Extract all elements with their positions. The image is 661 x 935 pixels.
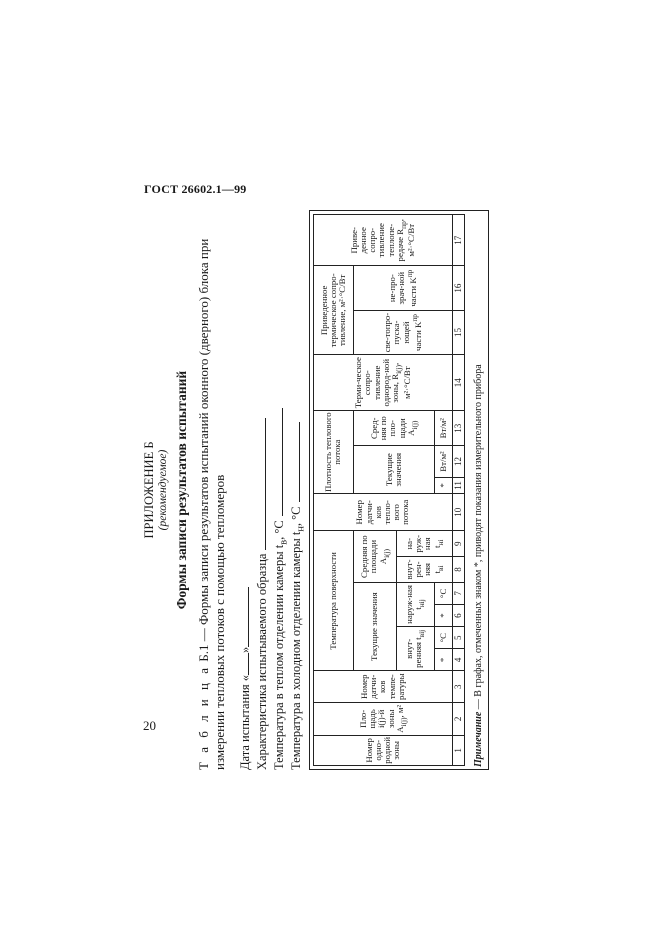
standard-header: ГОСТ 26602.1—99 [144,182,247,196]
test-date-blank-month [237,586,249,647]
col-number: 12 [452,445,465,478]
cold-chamber-field: Температура в холодном отделении камеры … [288,422,307,770]
header-opaque-part: не-про-зрач-ной части Kпр [353,265,453,311]
header-flux-density: Плотность теплового потока [313,410,354,494]
header-zone-number: Номер одно-родной зоны [313,735,453,766]
deg-cell: °С [434,626,453,649]
cold-unit: , °С [289,506,303,527]
col-number: 5 [452,626,465,649]
star-cell: * [434,604,453,627]
col-number: 3 [452,670,465,703]
specimen-field: Характеристика испытываемого образца [254,417,270,770]
header-reduced-parts: Приведенное термическое сопро-тивление, … [313,265,354,355]
cold-label: Температура в холодном отделении камеры … [289,531,303,770]
col-number: 8 [452,556,465,583]
col-number: 1 [452,735,465,766]
column-number-row: 1 2 3 4 5 6 7 8 9 10 11 12 13 14 15 16 1 [452,214,465,766]
test-date-label: Дата испытания « [238,674,252,770]
header-flux-average: Сред-няя по пло-щади Ai(j) [353,410,435,446]
test-date-field: Дата испытания « » [237,586,253,770]
appendix-title: ПРИЛОЖЕНИЕ Б [142,441,156,539]
page-number: 20 [143,718,156,733]
warm-blank [271,408,283,517]
header-avg-inner-temp: внут-рен-няя tвi [396,556,453,583]
deg-cell: °С [434,582,453,605]
results-table: Номер одно-родной зоны Пло-щадь i(j)-й з… [313,214,465,766]
note-label: Примечание [473,711,484,767]
test-date-quote: » [238,646,252,653]
col-number: 17 [452,214,465,266]
table-caption: Т а б л и ц а Б.1 — Формы записи результ… [196,239,212,770]
header-inner-temp: внут-ренняя tвij [396,626,435,671]
col-number: 2 [452,702,465,736]
header-current-values: Текущие значения [353,582,397,671]
header-avg-outer-temp: на-руж-ная tнi [396,530,453,557]
col-number: 10 [452,493,465,531]
warm-label: Температура в теплом отделении камеры t [272,544,286,770]
cold-sub: н [295,526,307,532]
col-number: 15 [452,310,465,355]
warm-chamber-field: Температура в теплом отделении камеры tв… [271,408,290,770]
star-cell: * [434,648,453,671]
rotated-content: ПРИЛОЖЕНИЕ Б (рекомендуемое) Формы запис… [140,210,516,770]
col-number: 6 [452,604,465,627]
col-number: 11 [452,477,465,494]
test-date-blank [237,652,249,675]
col-number: 9 [452,530,465,557]
header-reduced-total: Приве-денное сопро-тивление теплопе-реда… [313,214,453,266]
col-number: 13 [452,410,465,446]
header-thermal-resistance: Терми-ческое сопро-тивление однород-ной … [313,354,453,411]
header-row-1: Номер одно-родной зоны Пло-щадь i(j)-й з… [313,214,453,766]
note-text: — В графах, отмеченных знаком *, приводя… [473,364,484,712]
warm-unit: , °С [272,520,286,540]
header-flux-current: Текущие значения [353,445,435,494]
star-cell: * [434,477,453,494]
caption-prefix: Т а б л и ц а [196,665,211,770]
flux-avg-unit-cell: Вт/м² [434,410,453,446]
header-area: Пло-щадь i(j)-й зоны Ai(j), м² [313,702,453,736]
header-flux-sensor: Номер датчи-ков тепло-вого потока [313,493,453,531]
header-area-average: Средняя по площади Ai(j) [353,530,397,583]
specimen-blank [254,417,266,550]
caption-text: — Формы записи результатов испытаний око… [196,238,211,645]
header-outer-temp: наруж-ная tнij [396,582,435,627]
header-temp-sensor: Номер датчи-ков темпе-ратуры [313,670,453,703]
col-number: 14 [452,354,465,411]
table-note: Примечание — В графах, отмеченных знаком… [473,364,484,767]
caption-number: Б.1 [196,644,211,662]
col-number: 7 [452,582,465,605]
cold-blank [288,422,300,503]
col-number: 4 [452,648,465,671]
table-caption-continued: измерении тепловых потоков с помощью теп… [212,474,227,770]
appendix-note: (рекомендуемое) [157,449,169,531]
col-number: 16 [452,265,465,311]
header-translucent-part: све-топро-пуска-ющей части Kпр [353,310,453,355]
specimen-label: Характеристика испытываемого образца [255,553,269,770]
flux-unit-cell: Вт/м² [434,445,453,478]
header-surface-temp: Температура поверхности [313,530,354,671]
forms-heading: Формы записи результатов испытаний [174,370,189,610]
results-table-frame: Номер одно-родной зоны Пло-щадь i(j)-й з… [309,210,489,770]
